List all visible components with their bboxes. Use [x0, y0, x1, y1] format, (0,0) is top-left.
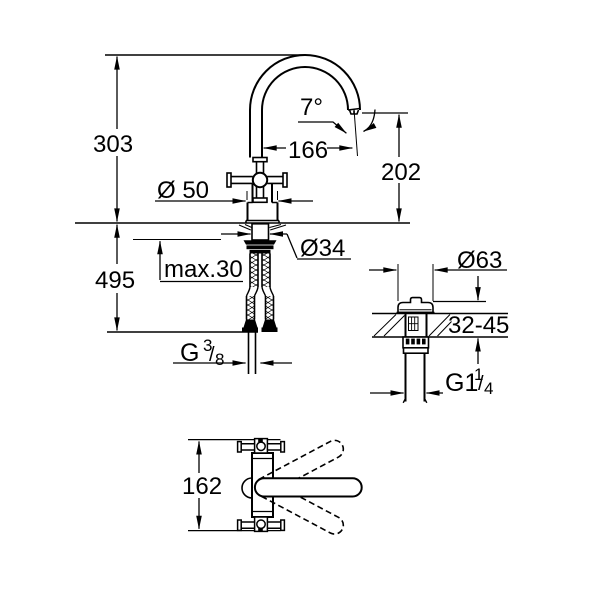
plan-body-inner-lines: [252, 457, 273, 513]
g38-base: G: [180, 339, 199, 367]
plan-spout: [253, 477, 363, 498]
spout-aerator: [348, 109, 360, 115]
g114-base: G1: [445, 369, 478, 397]
hose-right-upper-braid: [262, 253, 270, 287]
angle-arc: [363, 109, 377, 133]
handle-vertical-bar: [255, 161, 265, 198]
mounting-nut-band-3: [249, 249, 271, 254]
angle-leader: [298, 121, 347, 134]
hose-left-connector: [243, 319, 258, 328]
waste-tailpipe: [404, 353, 426, 402]
plan-bottom-handle-circle: [256, 519, 266, 530]
hose-right-lower-braid: [265, 296, 274, 320]
d63-label: Ø63: [457, 247, 502, 274]
dim-3245-label: 32-45: [448, 312, 509, 339]
g38-thread-label: G 3 / 8: [180, 336, 224, 369]
waste-view: Ø63 32-45 G1 1 / 4: [369, 247, 509, 404]
riser-pipe: [249, 110, 263, 158]
hose-left-connector-base: [242, 327, 258, 332]
g114-thread-label: G1 1 / 4: [445, 365, 493, 398]
top-view: 162: [182, 437, 363, 535]
mounting-nut-band-2: [246, 245, 274, 250]
g38-slash: /: [209, 344, 215, 366]
castle-notch-2: [411, 338, 415, 345]
front-view: 303 495 max.30 Ø 50 Ø34 166 7° 202 G 3 /…: [75, 54, 421, 374]
castle-notch-1: [405, 338, 410, 345]
g114-denominator: 4: [484, 379, 493, 398]
hoses-lower-walls: [245, 296, 275, 320]
g114-numerator: 1: [474, 365, 483, 384]
deck-section-lines: [372, 312, 508, 338]
angle-label: 7°: [300, 94, 323, 121]
waste-cap: [397, 296, 434, 314]
handle-right-tick: [282, 172, 288, 188]
plan-top-handle-left-tick: [236, 440, 242, 453]
dim-303-label: 303: [93, 131, 133, 158]
castle-notch-3: [416, 338, 421, 345]
g114-slash: /: [478, 373, 484, 395]
deck-hatch: [373, 314, 452, 337]
waste-dimension-lines: [369, 264, 507, 396]
g38-denominator: 8: [215, 350, 224, 369]
body-neck: [251, 184, 273, 203]
d34-label: Ø34: [300, 235, 345, 262]
plan-bottom-handle-left-tick: [236, 519, 242, 532]
plan-top-handle-right-tick: [280, 440, 286, 453]
top-geometry: [236, 437, 363, 535]
handle-horizontal-bar: [231, 175, 283, 185]
d50-extension-ticks: [246, 191, 278, 200]
max30-label: max.30: [164, 256, 243, 283]
waste-geometry: [372, 296, 508, 404]
body-base-flange: [245, 219, 280, 223]
hose-right-connector-base: [261, 327, 278, 332]
plan-top-handle-circle: [256, 441, 266, 452]
plan-bottom-handle-right-tick: [280, 519, 286, 532]
faucet-front-geometry: [226, 54, 361, 374]
front-dimension-lines: [75, 54, 410, 366]
waste-body-walls: [404, 313, 428, 337]
spout-inner-arc: [261, 66, 349, 111]
mounting-nut-band-1: [243, 240, 277, 245]
handle-left-tick: [226, 172, 232, 188]
d34-leader: [286, 233, 298, 259]
waste-overflow-lattice: [408, 317, 418, 331]
tailpipe-thread-flares: [402, 398, 428, 404]
d50-label: Ø 50: [157, 177, 209, 204]
d63-extension-lines: [397, 264, 434, 301]
mounting-shank: [251, 223, 270, 241]
spout-outer-arc: [249, 54, 361, 111]
hose-left-lower-braid: [246, 296, 255, 320]
dim-162-label: 162: [182, 473, 222, 500]
hoses-upper-walls: [249, 253, 271, 287]
hose-flares: [245, 286, 275, 297]
spout-outlet-face: [347, 107, 361, 111]
connector-tail-tube: [247, 332, 257, 374]
handle-hub: [251, 171, 269, 189]
plan-spout-swivel-lower: [258, 478, 345, 535]
hose-right-connector: [262, 319, 277, 328]
g38-numerator: 3: [203, 336, 212, 355]
plan-top-handle-pin: [258, 438, 263, 443]
dim-495-label: 495: [95, 267, 135, 294]
castle-notch-4: [422, 338, 426, 345]
dim-202-label: 202: [381, 159, 421, 186]
outlet-axis-line: [353, 108, 358, 157]
plan-bottom-handle-pin: [258, 527, 263, 532]
body-sides: [246, 202, 279, 221]
handle-bottom-cap: [252, 197, 268, 204]
handle-top-cap: [252, 156, 268, 163]
hose-left-upper-braid: [250, 253, 258, 287]
waste-collar: [402, 346, 429, 354]
plan-spout-back-semicircle: [241, 477, 253, 499]
dim-166-label: 166: [288, 137, 328, 164]
plan-spout-swivel-upper: [258, 439, 345, 496]
escutcheon-hatch: [238, 224, 287, 231]
